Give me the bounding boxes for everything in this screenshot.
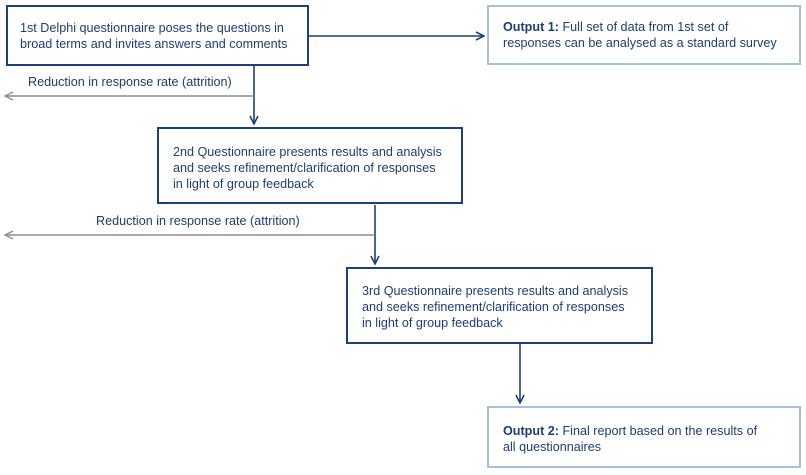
attrition-label-2: Reduction in response rate (attrition) xyxy=(96,214,300,228)
box-2nd-questionnaire: 2nd Questionnaire presents results and a… xyxy=(157,127,463,204)
box1-line-1: 1st Delphi questionnaire poses the quest… xyxy=(20,21,284,35)
box2-line-2: and seeks refinement/clarification of re… xyxy=(173,161,436,175)
box-output-1: Output 1: Full set of data from 1st set … xyxy=(487,5,801,65)
output2-line-1: Output 2: Final report based on the resu… xyxy=(503,423,799,439)
output2-line-2: all questionnaires xyxy=(503,440,602,454)
box-output-2: Output 2: Final report based on the resu… xyxy=(487,406,801,468)
box1-line-2: broad terms and invites answers and comm… xyxy=(20,37,288,51)
box3-line-1: 3rd Questionnaire presents results and a… xyxy=(362,284,629,298)
attrition-label-1: Reduction in response rate (attrition) xyxy=(28,75,232,89)
output1-title: Output 1: xyxy=(503,20,559,34)
output1-line-1: Output 1: Full set of data from 1st set … xyxy=(503,19,799,35)
output1-line-2: responses can be analysed as a standard … xyxy=(503,36,777,50)
box3-line-3: in light of group feedback xyxy=(362,316,503,330)
output1-text-first: Full set of data from 1st set of xyxy=(562,20,729,34)
box-1st-questionnaire: 1st Delphi questionnaire poses the quest… xyxy=(6,5,309,66)
output2-title: Output 2: xyxy=(503,424,559,438)
output2-text-first: Final report based on the results of xyxy=(562,424,758,438)
box-3rd-questionnaire: 3rd Questionnaire presents results and a… xyxy=(346,267,653,344)
box2-line-1: 2nd Questionnaire presents results and a… xyxy=(173,145,442,159)
box3-line-2: and seeks refinement/clarification of re… xyxy=(362,300,625,314)
box2-line-3: in light of group feedback xyxy=(173,177,314,191)
